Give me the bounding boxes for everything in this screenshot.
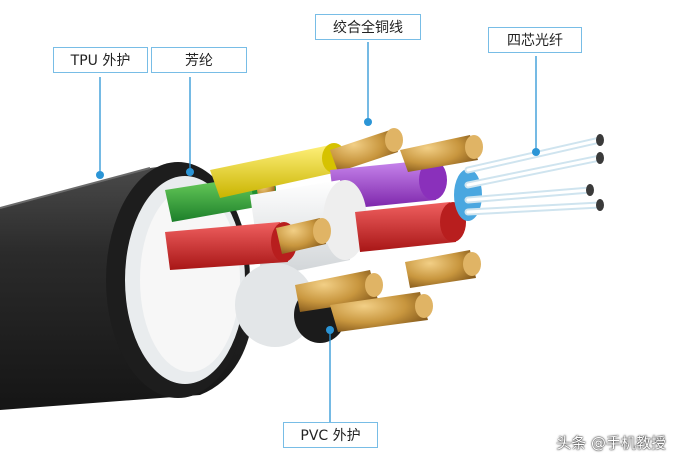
label-stranded-copper: 绞合全铜线 <box>315 14 421 40</box>
watermark: 头条 @手机教授 <box>556 434 666 452</box>
label-pvc-jacket: PVC 外护 <box>283 422 378 448</box>
leader-dots <box>96 118 540 334</box>
label-aramid: 芳纶 <box>151 47 247 73</box>
pvc-pair <box>235 250 481 347</box>
yellow-wire <box>210 128 403 198</box>
label-four-core-fiber: 四芯光纤 <box>488 27 582 53</box>
red-wire <box>165 202 466 270</box>
leader-lines <box>99 42 537 422</box>
label-tpu-jacket: TPU 外护 <box>53 47 148 73</box>
